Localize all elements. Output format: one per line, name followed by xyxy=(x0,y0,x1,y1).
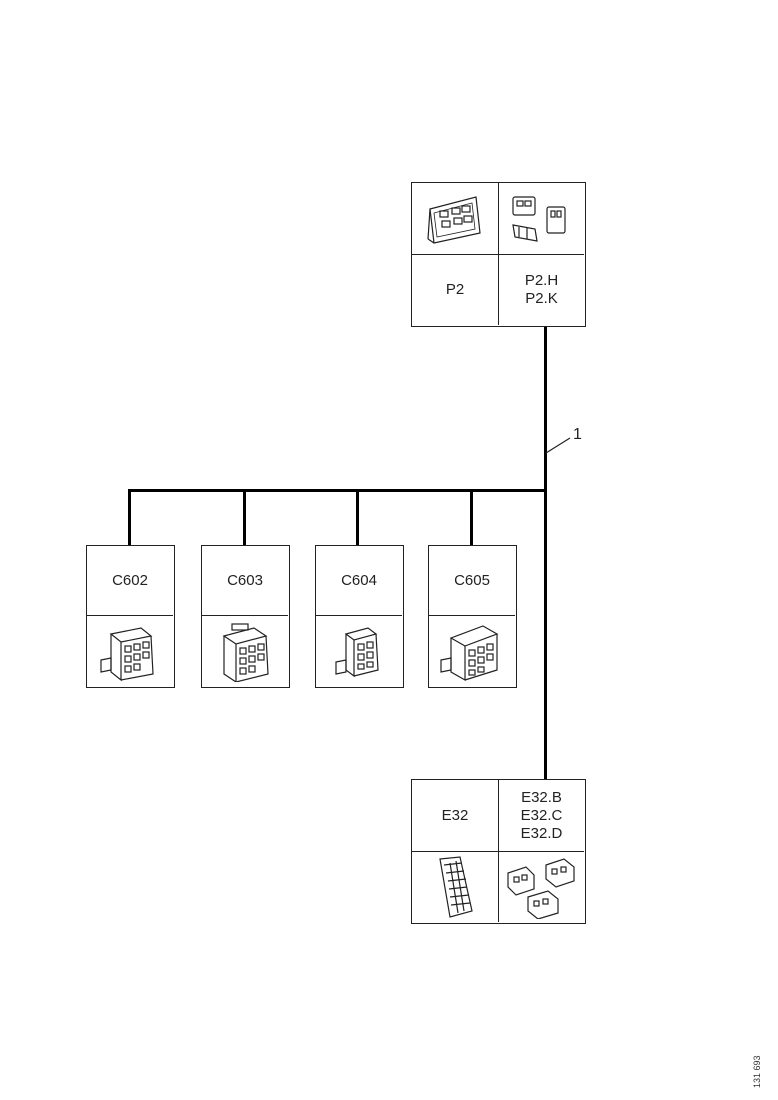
c602-label-cell: C602 xyxy=(87,546,173,616)
c602-image-cell xyxy=(87,616,173,686)
e32-connectors-image-cell xyxy=(499,852,584,922)
c603-label: C603 xyxy=(227,571,263,589)
branch-drop-c605 xyxy=(470,489,473,546)
c603-image-cell xyxy=(202,616,288,686)
p2-image-cell xyxy=(412,183,499,255)
branch-bus-wire xyxy=(128,489,547,492)
connector-c603-block: C603 xyxy=(201,545,290,688)
e32-label-cell: E32 xyxy=(412,780,499,852)
e32-image-cell xyxy=(412,852,499,922)
e32-sub-label: E32.C xyxy=(520,806,563,824)
ecu-module-icon xyxy=(427,195,481,244)
c605-image-cell xyxy=(429,616,515,686)
branch-drop-c604 xyxy=(356,489,359,546)
branch-drop-c602 xyxy=(128,489,131,546)
connector-plugs-icon xyxy=(511,195,566,242)
connector-plugs-icon xyxy=(506,858,575,919)
multi-pin-connector-icon xyxy=(100,627,154,682)
p2-sub-label: P2.K xyxy=(525,290,558,307)
fuse-box-icon xyxy=(439,856,473,918)
callout-leader xyxy=(545,437,571,454)
callout-number: 1 xyxy=(573,426,582,443)
p2-sub-label: P2.H xyxy=(524,272,559,289)
c603-label-cell: C603 xyxy=(202,546,288,616)
branch-drop-c603 xyxy=(243,489,246,546)
c605-label: C605 xyxy=(454,571,490,589)
trunk-wire xyxy=(544,326,547,781)
c605-label-cell: C605 xyxy=(429,546,515,616)
connector-c605-block: C605 xyxy=(428,545,517,688)
c604-label: C604 xyxy=(341,571,377,589)
multi-pin-connector-icon xyxy=(440,625,499,682)
c602-label: C602 xyxy=(112,571,148,589)
connector-c604-block: C604 xyxy=(315,545,404,688)
p2-connectors-image-cell xyxy=(499,183,584,255)
e32-sub-label: E32.B xyxy=(521,788,562,806)
c604-label-cell: C604 xyxy=(316,546,402,616)
multi-pin-connector-icon xyxy=(222,623,269,682)
e32-sub-label: E32.D xyxy=(520,824,563,842)
p2-label-cell: P2 xyxy=(412,255,499,325)
e32-sub-labels-cell: E32.B E32.C E32.D xyxy=(499,780,584,852)
p2-sub-labels-cell: P2.H P2.K xyxy=(499,255,584,325)
c604-image-cell xyxy=(316,616,402,686)
connector-p2-block: P2 P2.H P2.K xyxy=(411,182,586,327)
multi-pin-connector-icon xyxy=(335,627,379,678)
figure-id: 131 693 xyxy=(752,1055,762,1088)
connector-c602-block: C602 xyxy=(86,545,175,688)
connector-e32-block: E32 E32.B E32.C E32.D xyxy=(411,779,586,924)
p2-label: P2 xyxy=(445,281,465,298)
e32-label: E32 xyxy=(441,806,469,824)
